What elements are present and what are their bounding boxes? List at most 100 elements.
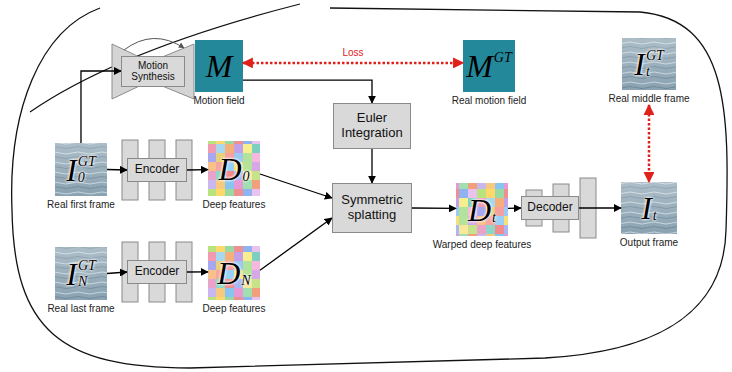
flow-arrow <box>107 272 127 274</box>
edge-label: Loss <box>340 47 365 59</box>
image-area: IGT 0 <box>55 143 107 196</box>
motion-field: M Motion field <box>193 40 244 107</box>
symbol-letter: D <box>217 257 240 289</box>
flow-arrow <box>579 207 621 208</box>
encoder-box: Encoder <box>127 260 187 284</box>
feature-mosaic <box>208 141 260 196</box>
flow-arrow <box>508 207 521 209</box>
water-image <box>621 182 677 234</box>
image-caption: Motion field <box>193 95 244 107</box>
water-image <box>55 247 107 300</box>
symbol-letter: I <box>66 258 77 290</box>
symbol-letter: M <box>206 50 233 82</box>
symbol-letter: M <box>466 50 493 82</box>
symbol-scripts: N <box>241 258 250 288</box>
image-area: MGT <box>463 40 515 92</box>
box-label: Encoder <box>135 163 180 177</box>
process-box: Euler Integration <box>333 103 411 149</box>
image-caption: Warped deep features <box>433 239 532 251</box>
image-caption: Real motion field <box>452 95 526 107</box>
math-symbol: IGT N <box>66 258 96 290</box>
image-area: IGTt <box>622 38 676 90</box>
image-area: IGT N <box>55 247 107 300</box>
subscript: 0 <box>243 170 250 184</box>
superscript: GT <box>78 259 96 273</box>
image-caption: Real middle frame <box>608 93 689 105</box>
math-symbol: DN <box>217 257 250 289</box>
flow-arrow <box>260 174 332 198</box>
subscript: t <box>492 211 496 225</box>
water-image <box>622 38 676 90</box>
motion-field: MGT Real motion field <box>452 40 526 107</box>
flow-arrow <box>107 169 127 171</box>
flow-arrow <box>81 71 121 143</box>
math-symbol: D0 <box>218 153 249 185</box>
symbol-letter: D <box>218 153 241 185</box>
feature-map: D0Deep features <box>203 141 266 211</box>
feature-map: DN Deep features <box>203 246 266 315</box>
subscript: t <box>646 65 664 79</box>
symbol-scripts: GT N <box>78 259 96 289</box>
image-area: It <box>621 182 677 234</box>
symbol-scripts: GTt <box>646 49 664 79</box>
process-box: Symmetric splatting <box>332 183 412 233</box>
motion-field-image <box>195 40 243 92</box>
math-symbol: It <box>641 192 657 224</box>
flow-arrow <box>371 149 372 183</box>
math-symbol: M <box>206 50 233 82</box>
image-caption: Output frame <box>620 237 678 249</box>
network-box: Motion Synthesis <box>121 56 185 87</box>
water-image <box>55 247 107 300</box>
subscript: N <box>78 275 96 289</box>
loss-arrow <box>243 62 463 65</box>
feature-map: DtWarped deep features <box>433 183 532 251</box>
image-area: M <box>195 40 243 92</box>
water-image <box>55 143 107 196</box>
feature-mosaic <box>456 183 508 236</box>
math-symbol: MGT <box>466 50 512 82</box>
image-area: D0 <box>208 141 260 196</box>
encoder-box: Encoder <box>127 158 187 182</box>
flow-arrow <box>260 218 332 270</box>
symbol-letter: I <box>66 154 77 186</box>
image-caption: Deep features <box>203 199 266 211</box>
symbol-letter: I <box>641 192 652 224</box>
symbol-letter: I <box>634 48 645 80</box>
subscript: 0 <box>78 171 96 185</box>
image-caption: Real first frame <box>47 199 115 211</box>
math-symbol: IGTt <box>634 48 664 80</box>
symbol-scripts: t <box>492 195 496 225</box>
outline-stroke <box>30 4 300 112</box>
superscript: GT <box>78 155 96 169</box>
motion-field-image <box>463 40 515 92</box>
water-image <box>55 143 107 196</box>
water-image <box>622 38 676 90</box>
water-image <box>621 182 677 234</box>
image-area: Dt <box>456 183 508 236</box>
symbol-scripts: GT <box>494 51 512 81</box>
frame-image: IGTtReal middle frame <box>608 38 689 105</box>
frame-image: IGT 0Real first frame <box>47 143 115 211</box>
subscript: t <box>653 209 657 223</box>
feature-mosaic <box>208 246 260 300</box>
image-caption: Deep features <box>203 303 266 315</box>
flow-arrow <box>187 169 208 171</box>
math-symbol: Dt <box>468 194 496 226</box>
symbol-scripts: GT 0 <box>78 155 96 185</box>
symbol-scripts: 0 <box>243 154 250 184</box>
skip-arrow <box>124 38 184 50</box>
frame-image: ItOutput frame <box>620 182 678 249</box>
box-label: Motion Synthesis <box>126 60 180 83</box>
box-label: Euler Integration <box>338 111 406 141</box>
box-label: Decoder <box>527 201 572 215</box>
box-label: Encoder <box>135 265 180 279</box>
loss-arrow <box>648 105 651 182</box>
subscript: N <box>241 274 250 288</box>
frame-image: IGTNReal last frame <box>47 247 114 315</box>
image-area: DN <box>208 246 260 300</box>
flow-arrow <box>187 271 208 272</box>
math-symbol: IGT 0 <box>66 154 96 186</box>
decoder-box: Decoder <box>521 196 579 220</box>
symbol-scripts: t <box>653 193 657 223</box>
